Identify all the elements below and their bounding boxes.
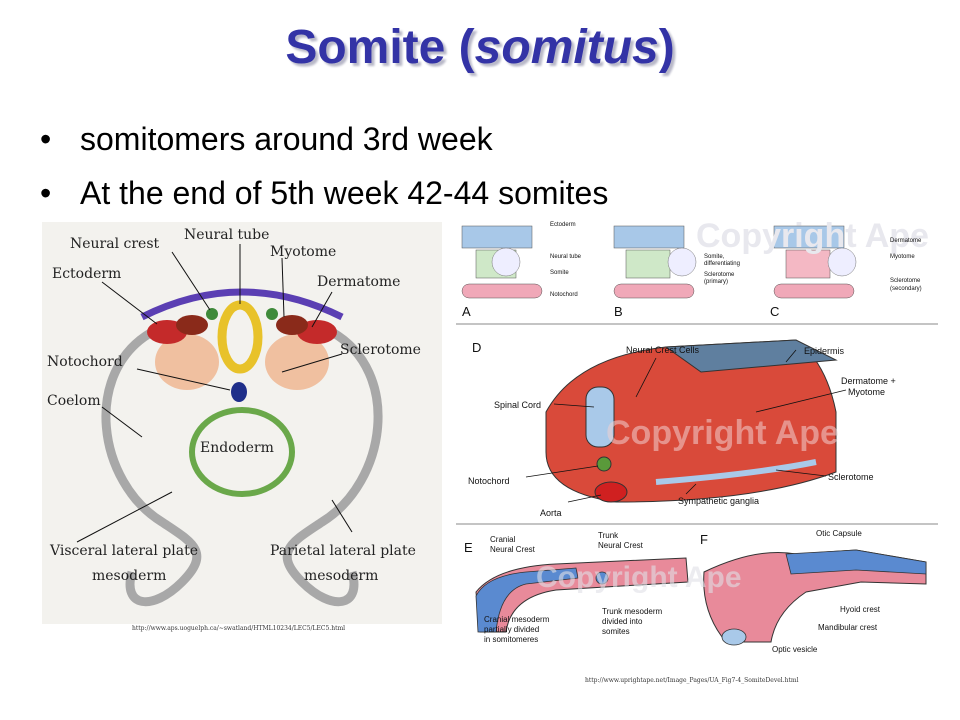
label-f-optic-vesicle: Optic vesicle: [772, 645, 818, 654]
somite-development-figure: Copyright Ape Ectoderm Neural tube Somit…: [456, 212, 938, 658]
label-e-trunk-meso-line3: somites: [602, 627, 630, 636]
notochord: [231, 382, 247, 402]
bullet-dot: •: [40, 175, 52, 211]
label-visceral-line2: mesoderm: [92, 568, 166, 584]
label-c-sclerotome-line2: (secondary): [890, 286, 922, 292]
parietal-fold: [282, 328, 383, 607]
label-b-sclerotome-line1: Sclerotome: [704, 272, 735, 278]
label-f-hyoid-crest: Hyoid crest: [840, 605, 881, 614]
myotome-right: [276, 315, 308, 335]
label-e-cranial-line2: Neural Crest: [490, 545, 536, 554]
label-d-sclerotome: Sclerotome: [828, 472, 874, 482]
bullet-item: • somitomers around 3rd week: [40, 112, 608, 166]
label-b-somite-line2: differentiating: [704, 261, 740, 267]
label-b-somite-line1: Somite,: [704, 254, 725, 260]
label-f-otic-capsule: Otic Capsule: [816, 529, 862, 538]
label-d-spinal-cord: Spinal Cord: [494, 400, 541, 410]
label-c-sclerotome-line1: Sclerotome: [890, 278, 921, 284]
label-neural-crest: Neural crest: [70, 236, 160, 252]
label-e-cranial-meso-line2: partially divided: [484, 625, 539, 634]
label-d-aorta: Aorta: [540, 508, 562, 518]
panel-letter-f: F: [700, 532, 708, 547]
panel-f-diagram: [703, 549, 927, 646]
label-d-dermatome-myotome-line1: Dermatome +: [841, 376, 896, 386]
panel-abc-labels: Ectoderm Neural tube Somite Notochord So…: [550, 222, 922, 298]
panel-e-diagram: [475, 557, 689, 633]
label-e-trunk-meso-line2: divided into: [602, 617, 643, 626]
neural-crest-left: [206, 308, 218, 320]
label-f-mandibular-crest: Mandibular crest: [818, 623, 878, 632]
panel-c-diagram: [773, 225, 857, 299]
label-coelom: Coelom: [47, 393, 101, 409]
panel-b-diagram: [613, 225, 697, 299]
panel-letter-d: D: [472, 340, 481, 355]
embryo-cross-section-figure: Neural tube Neural crest Myotome Ectoder…: [42, 222, 442, 624]
label-c-myotome: Myotome: [890, 254, 915, 260]
label-e-trunk-meso-line1: Trunk mesoderm: [602, 607, 663, 616]
label-d-notochord: Notochord: [468, 476, 510, 486]
left-source-url: http://www.aps.uoguelph.ca/~swatland/HTM…: [132, 625, 346, 632]
panel-letter-c: C: [770, 304, 779, 319]
panel-d-labels: Neural Crest Cells Epidermis Spinal Cord…: [468, 345, 896, 518]
panel-ef-labels: Cranial Neural Crest Trunk Neural Crest …: [484, 529, 881, 654]
bullet-dot: •: [40, 121, 52, 157]
title-text: Somite (: [285, 21, 475, 74]
label-endoderm: Endoderm: [200, 440, 274, 456]
title-italic-term: somitus: [474, 21, 659, 74]
bullet-text: somitomers around 3rd week: [80, 121, 493, 157]
label-dermatome: Dermatome: [317, 274, 400, 290]
panel-d-diagram: [545, 339, 838, 503]
label-b-sclerotome-line2: (primary): [704, 279, 728, 285]
label-e-trunk-line1: Trunk: [598, 531, 619, 540]
watermark-middle: Copyright Ape: [606, 414, 839, 452]
label-myotome: Myotome: [270, 244, 336, 260]
bullet-text: At the end of 5th week 42-44 somites: [80, 175, 609, 211]
panel-letter-a: A: [462, 304, 471, 319]
label-e-trunk-line2: Neural Crest: [598, 541, 644, 550]
label-d-dermatome-myotome-line2: Myotome: [848, 387, 885, 397]
panel-d-leaders: [525, 349, 847, 503]
title-close: ): [658, 21, 675, 74]
label-parietal-line1: Parietal lateral plate: [270, 543, 416, 559]
neural-crest-right: [266, 308, 278, 320]
bullet-item: • At the end of 5th week 42-44 somites: [40, 166, 608, 220]
panel-letter-e: E: [464, 540, 473, 555]
leader-lines: [76, 244, 353, 543]
label-a-neural-tube: Neural tube: [550, 254, 582, 260]
bullet-list: • somitomers around 3rd week • At the end …: [40, 112, 608, 220]
label-e-cranial-meso-line3: in somitomeres: [484, 635, 538, 644]
panel-letters: A B C D E F: [462, 304, 779, 555]
label-sclerotome: Sclerotome: [340, 342, 421, 358]
label-a-ectoderm: Ectoderm: [550, 222, 576, 228]
label-visceral-line1: Visceral lateral plate: [49, 543, 198, 559]
sclerotome-right: [265, 334, 329, 390]
slide-title: Somite (somitus): [0, 20, 960, 75]
label-a-notochord: Notochord: [550, 292, 578, 298]
panel-letter-b: B: [614, 304, 623, 319]
label-ectoderm: Ectoderm: [52, 266, 121, 282]
label-c-dermatome: Dermatome: [890, 238, 922, 244]
myotome-left: [176, 315, 208, 335]
neural-tube: [217, 300, 263, 374]
right-source-url: http://www.uprightape.net/Image_Pages/UA…: [585, 677, 799, 684]
visceral-fold: [101, 328, 202, 607]
label-a-somite: Somite: [550, 270, 569, 276]
watermark-bottom: Copyright Ape: [536, 561, 742, 594]
label-d-sympathetic-ganglia: Sympathetic ganglia: [678, 496, 759, 506]
label-e-cranial-meso-line1: Cranial mesoderm: [484, 615, 550, 624]
label-notochord: Notochord: [47, 354, 123, 370]
ectoderm-arc: [140, 288, 344, 321]
label-d-neural-crest-cells: Neural Crest Cells: [626, 345, 700, 355]
label-neural-tube: Neural tube: [184, 227, 269, 243]
sclerotome-left: [155, 334, 219, 390]
label-parietal-line2: mesoderm: [304, 568, 378, 584]
watermark-top: Copyright Ape: [696, 217, 929, 255]
label-d-epidermis: Epidermis: [804, 346, 845, 356]
panel-a-diagram: [461, 225, 543, 299]
endoderm-ring: [189, 407, 295, 497]
label-e-cranial-line1: Cranial: [490, 535, 516, 544]
